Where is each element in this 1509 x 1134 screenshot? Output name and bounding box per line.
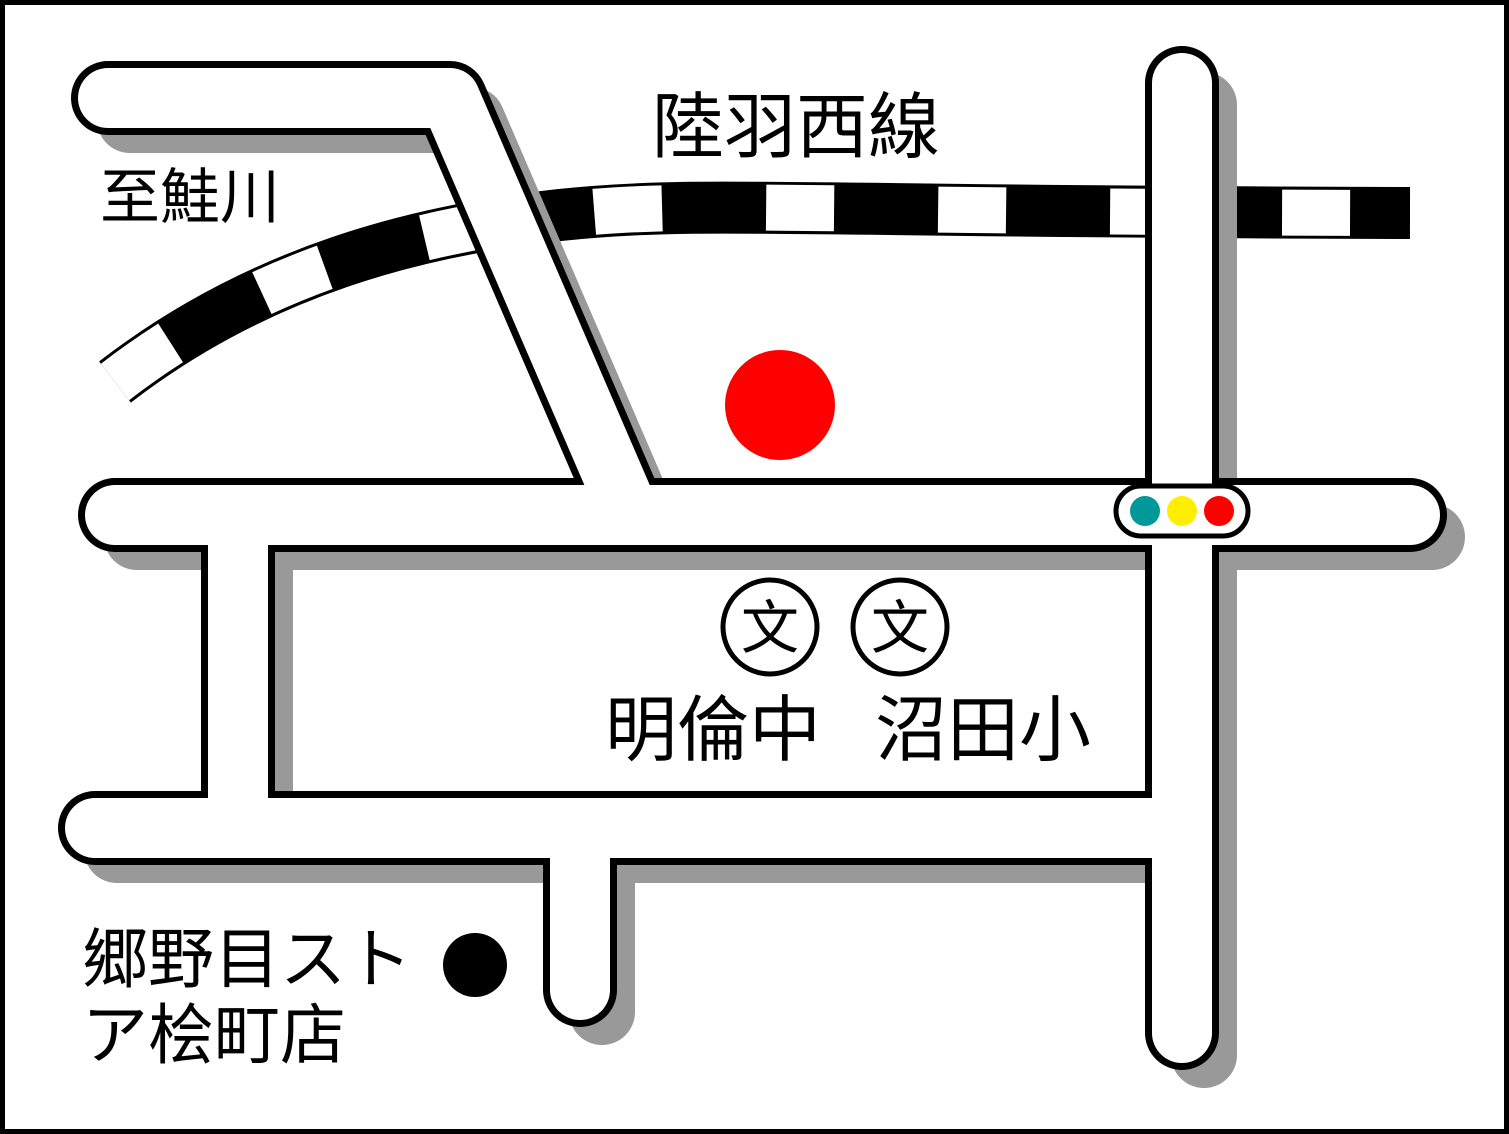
store-label-line2: ア桧町店 <box>82 997 346 1074</box>
railway-track <box>99 181 1411 403</box>
store-label-line1: 郷野目スト <box>82 921 412 998</box>
signal-green-light <box>1130 496 1160 526</box>
school-symbol: 文 <box>871 594 929 662</box>
store-marker-icon <box>443 933 507 997</box>
school-icon-elementary: 文 <box>850 577 950 677</box>
direction-label: 至鮭川 <box>100 163 280 233</box>
railway-line-label: 陸羽西線 <box>652 85 940 169</box>
signal-red-light <box>1204 496 1234 526</box>
road-diagonal <box>78 68 660 545</box>
signal-yellow-light <box>1167 496 1197 526</box>
elementary-school-label: 沼田小 <box>875 688 1091 772</box>
traffic-light-icon <box>1113 483 1251 539</box>
school-icon-middle: 文 <box>720 577 820 677</box>
destination-marker-icon <box>725 350 835 460</box>
middle-school-label: 明倫中 <box>605 688 821 772</box>
school-symbol: 文 <box>741 594 799 662</box>
